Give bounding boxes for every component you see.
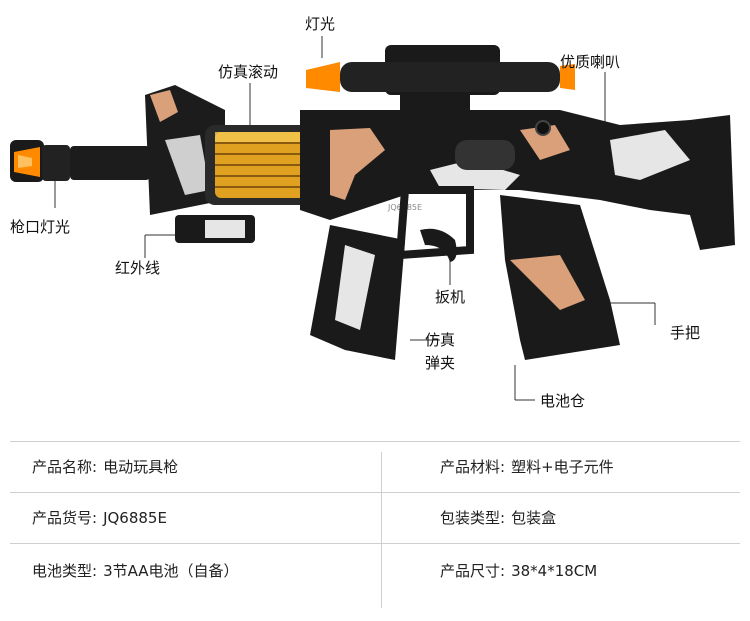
spec-packaging: 包装类型: 包装盒 (440, 493, 556, 543)
spec-item-number: 产品货号: JQ6885E (32, 493, 167, 543)
spec-row: 产品名称: 电动玩具枪 产品材料: 塑料+电子元件 (10, 441, 740, 493)
spec-table: 产品名称: 电动玩具枪 产品材料: 塑料+电子元件 产品货号: JQ6885E 包装类… (0, 440, 750, 621)
callout-infrared: 红外线 (115, 259, 161, 277)
callout-trigger: 扳机 (435, 288, 466, 306)
callout-grip: 手把 (670, 324, 701, 342)
callout-magazine-1: 仿真 (425, 331, 456, 349)
spec-label: 产品尺寸: (440, 562, 506, 580)
callout-speaker: 优质喇叭 (560, 53, 621, 71)
spec-row: 产品货号: JQ6885E 包装类型: 包装盒 (10, 493, 740, 544)
spec-label: 产品货号: (32, 509, 98, 527)
callout-battery: 电池仓 (540, 392, 586, 410)
spec-label: 包装类型: (440, 509, 506, 527)
spec-size: 产品尺寸: 38*4*18CM (440, 546, 597, 596)
spec-divider (381, 452, 382, 608)
spec-label: 产品名称: (32, 458, 98, 476)
spec-value: 塑料+电子元件 (511, 458, 614, 476)
spec-value: 3节AA电池（自备） (103, 562, 239, 580)
spec-material: 产品材料: 塑料+电子元件 (440, 442, 614, 492)
spec-battery: 电池类型: 3节AA电池（自备） (32, 546, 239, 596)
spec-value: JQ6885E (103, 509, 167, 527)
spec-label: 产品材料: (440, 458, 506, 476)
spec-name: 产品名称: 电动玩具枪 (32, 442, 178, 492)
callout-magazine-2: 弹夹 (425, 354, 456, 372)
spec-row: 电池类型: 3节AA电池（自备） 产品尺寸: 38*4*18CM (10, 546, 740, 596)
muzzle (10, 140, 150, 182)
spec-value: 38*4*18CM (511, 562, 598, 580)
scope (306, 45, 575, 115)
spec-value: 电动玩具枪 (103, 458, 179, 476)
callout-muzzle-light: 枪口灯光 (10, 218, 71, 236)
spec-value: 包装盒 (511, 509, 557, 527)
rolling-drum (205, 125, 320, 205)
callout-light: 灯光 (305, 15, 336, 33)
spec-label: 电池类型: (32, 562, 98, 580)
callout-rolling: 仿真滚动 (218, 63, 279, 81)
product-illustration: JQ6885E 灯光 优质喇叭 仿真滚动 枪口灯光 红外线 扳机 手把 仿真 弹… (10, 15, 735, 410)
toy-gun-image: JQ6885E (10, 36, 735, 401)
